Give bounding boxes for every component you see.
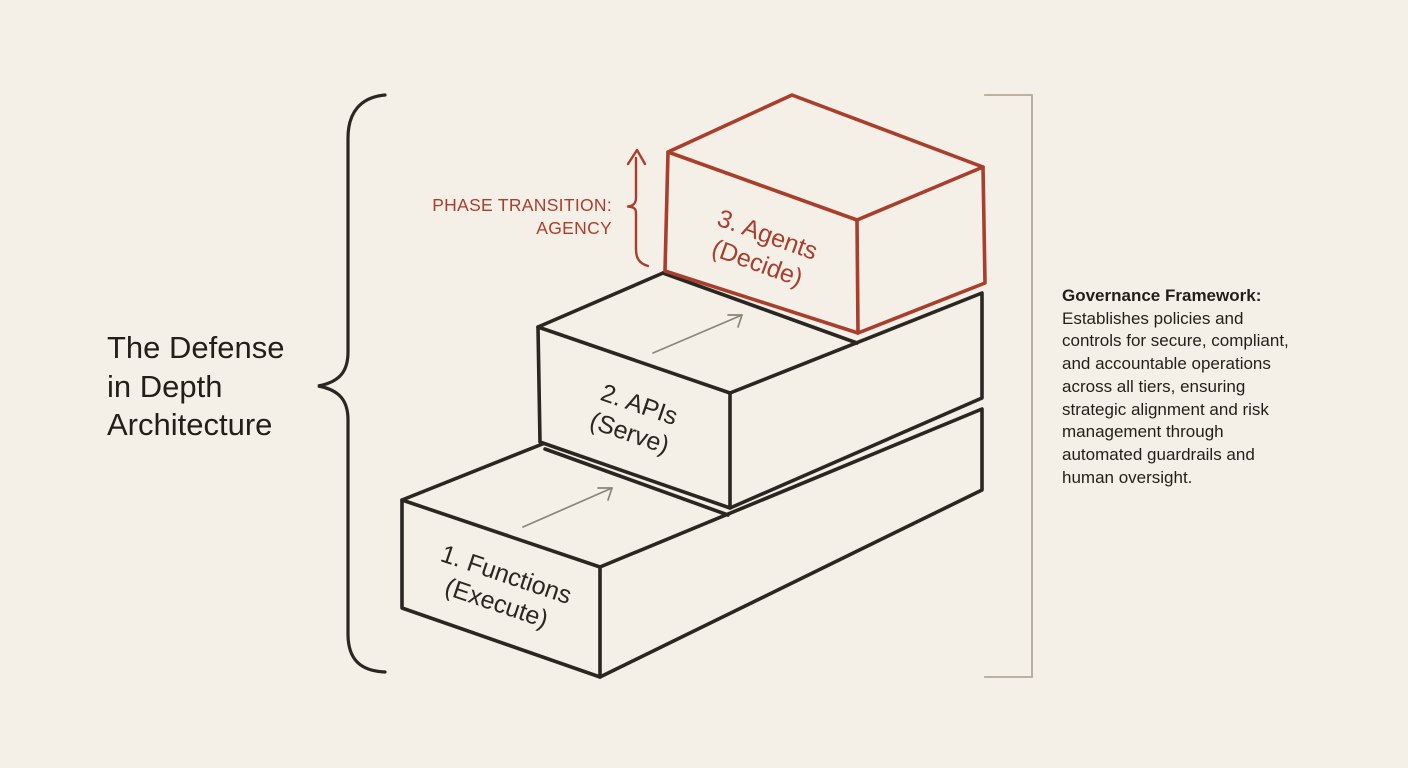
governance-note: Governance Framework: Establishes polici…	[1062, 285, 1324, 489]
governance-heading: Governance Framework:	[1062, 286, 1262, 305]
arrowhead	[626, 148, 647, 166]
brace-up-arrow-icon	[626, 156, 650, 268]
up-right-arrow-icon	[522, 487, 613, 528]
phase-transition-line2: AGENCY	[536, 217, 612, 238]
tier3-left-face-outline	[663, 150, 860, 335]
tier3-left-face	[665, 152, 858, 333]
diagram-title: The Defense in Depth Architecture	[107, 330, 285, 442]
flow-arrow-tier2-to-tier3	[652, 314, 743, 354]
tier3-box-highlighted: 3. Agents (Decide)	[663, 93, 987, 335]
tier1-seat-line	[543, 447, 730, 517]
tier1-left-face	[402, 500, 600, 677]
tier2-seat-line	[661, 271, 859, 345]
tier3-top-face	[668, 95, 983, 220]
governance-body: Establishes policies and controls for se…	[1062, 308, 1289, 487]
phase-transition-arrow	[626, 148, 650, 268]
tier2-back-edge	[536, 271, 665, 329]
flow-arrow-tier1-to-tier2	[522, 487, 613, 528]
arrowhead	[597, 487, 613, 501]
tier3-right-face	[857, 167, 985, 333]
tier2-right-face	[730, 293, 982, 508]
up-right-arrow-icon	[652, 314, 743, 354]
tier1-back-edge	[400, 441, 547, 502]
right-square-bracket-icon	[984, 94, 1033, 678]
tier3-right-face-outline	[856, 165, 987, 335]
tier2-left-face	[538, 327, 730, 508]
arrowhead	[727, 314, 743, 328]
phase-transition-label: PHASE TRANSITION: AGENCY	[362, 194, 612, 239]
tier1-right-face-outline	[598, 407, 984, 679]
phase-transition-line1: PHASE TRANSITION:	[432, 195, 612, 215]
tier1-right-face	[600, 409, 982, 677]
left-curly-brace-icon	[317, 93, 387, 674]
